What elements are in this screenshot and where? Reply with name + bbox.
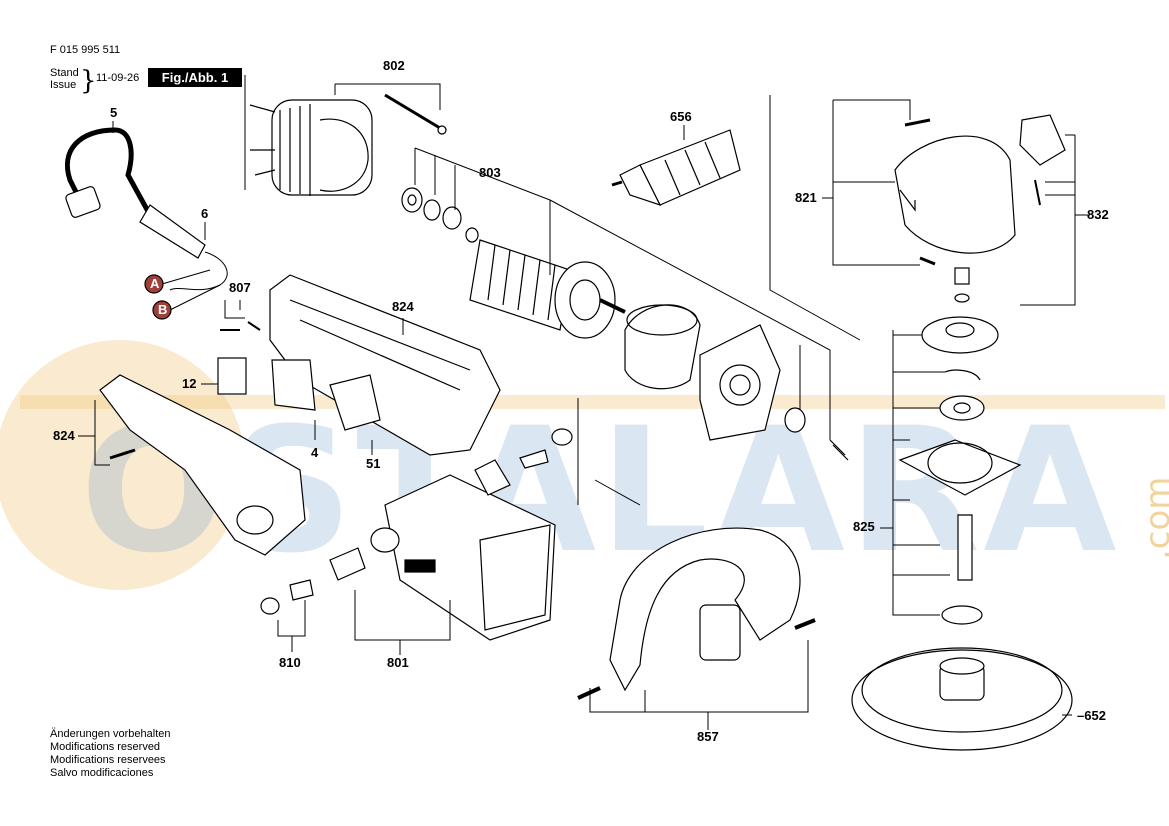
footer-line-4: Salvo modificaciones [50, 767, 154, 779]
part-label-807: 807 [229, 280, 251, 295]
part-label-857: 857 [697, 729, 719, 744]
handle-housing [99, 274, 501, 556]
callout-b: B [158, 302, 168, 317]
part-label-810: 810 [279, 655, 301, 670]
part-label-824-left: 824 [53, 428, 75, 443]
issue-label: Issue [50, 79, 77, 91]
fan-baffle [624, 304, 701, 390]
part-label-652: –652 [1077, 708, 1106, 723]
part-label-824-top: 824 [392, 299, 414, 314]
part-label-51: 51 [366, 456, 381, 471]
part-label-5: 5 [110, 105, 118, 120]
part-label-802: 802 [383, 58, 405, 73]
part-label-825: 825 [853, 519, 875, 534]
stand-label: Stand [50, 67, 79, 79]
gear-stack [898, 267, 1022, 625]
document-number: F 015 995 511 [50, 44, 121, 56]
callout-a: A [150, 276, 160, 291]
part-label-656: 656 [670, 109, 692, 124]
issue-date: 11-09-26 [96, 72, 140, 84]
callout-circle-a [144, 274, 164, 294]
field-coil [249, 99, 373, 196]
motor-housing [329, 428, 573, 641]
footer-line-3: Modifications reservees [50, 754, 166, 766]
bearing-set-803 [401, 187, 479, 243]
backing-pad [851, 647, 1073, 751]
switch-and-brushes [217, 321, 381, 431]
armature [469, 239, 626, 339]
footer-line-2: Modifications reserved [50, 741, 161, 753]
spindle-lock-button [1019, 114, 1066, 206]
gear-housing [894, 118, 1016, 266]
screw-802 [384, 93, 447, 135]
bow-handle [577, 527, 816, 700]
brace-symbol: } [80, 66, 97, 96]
auxiliary-handle [611, 129, 741, 207]
footer-line-1: Änderungen vorbehalten [50, 728, 171, 740]
part-label-4: 4 [311, 445, 319, 460]
part-label-832: 832 [1087, 207, 1109, 222]
part-label-821: 821 [795, 190, 817, 205]
brush-holders-810 [260, 579, 314, 615]
callout-circle-b [152, 300, 172, 320]
leader-lines [78, 75, 1090, 730]
part-label-801: 801 [387, 655, 409, 670]
part-label-803: 803 [479, 165, 501, 180]
part-label-12: 12 [182, 376, 197, 391]
part-label-6: 6 [201, 206, 209, 221]
power-cord [64, 127, 228, 291]
bearing-flange [699, 324, 849, 461]
figure-label: Fig./Abb. 1 [148, 68, 242, 87]
